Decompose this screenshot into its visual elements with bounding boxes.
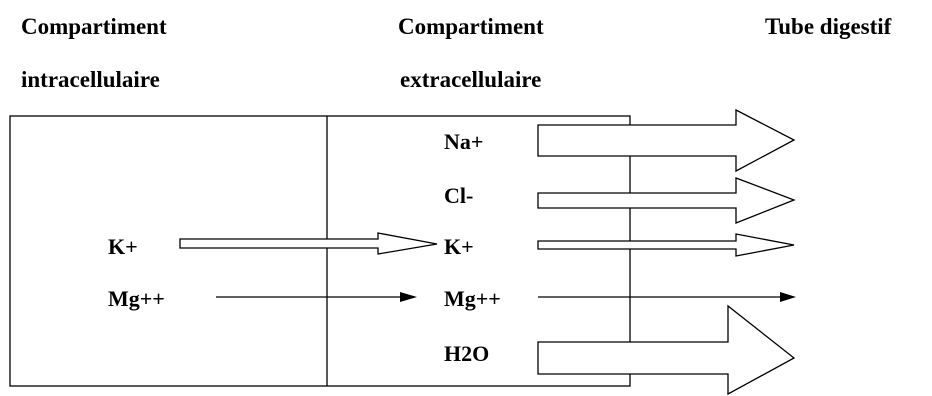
extracellular-h2o-label: H2O [444, 341, 489, 366]
extracellular-k-label: K+ [444, 234, 474, 259]
na-efflux-arrow [537, 108, 796, 173]
digestive-tract-title: Tube digestif [765, 14, 892, 39]
cl-efflux-arrow [537, 177, 796, 224]
intracellular-title-line1: Compartiment [21, 14, 167, 39]
extracellular-mg-label: Mg++ [444, 286, 501, 311]
h2o-efflux-arrow [537, 304, 796, 396]
extracellular-na-label: Na+ [444, 129, 483, 154]
intracellular-mg-label: Mg++ [108, 286, 165, 311]
k-efflux-arrow [537, 233, 795, 257]
intracellular-k-label: K+ [108, 234, 138, 259]
extracellular-cl-label: Cl- [444, 183, 473, 208]
extracellular-title-line1: Compartiment [398, 14, 544, 39]
k-transfer-arrow [179, 232, 438, 255]
intracellular-title-line2: intracellulaire [21, 67, 160, 92]
mg-transfer-arrowhead [400, 292, 417, 302]
mg-efflux-arrowhead [780, 292, 796, 302]
extracellular-title-line2: extracellulaire [400, 67, 542, 92]
compartment-outer-box [9, 115, 631, 387]
